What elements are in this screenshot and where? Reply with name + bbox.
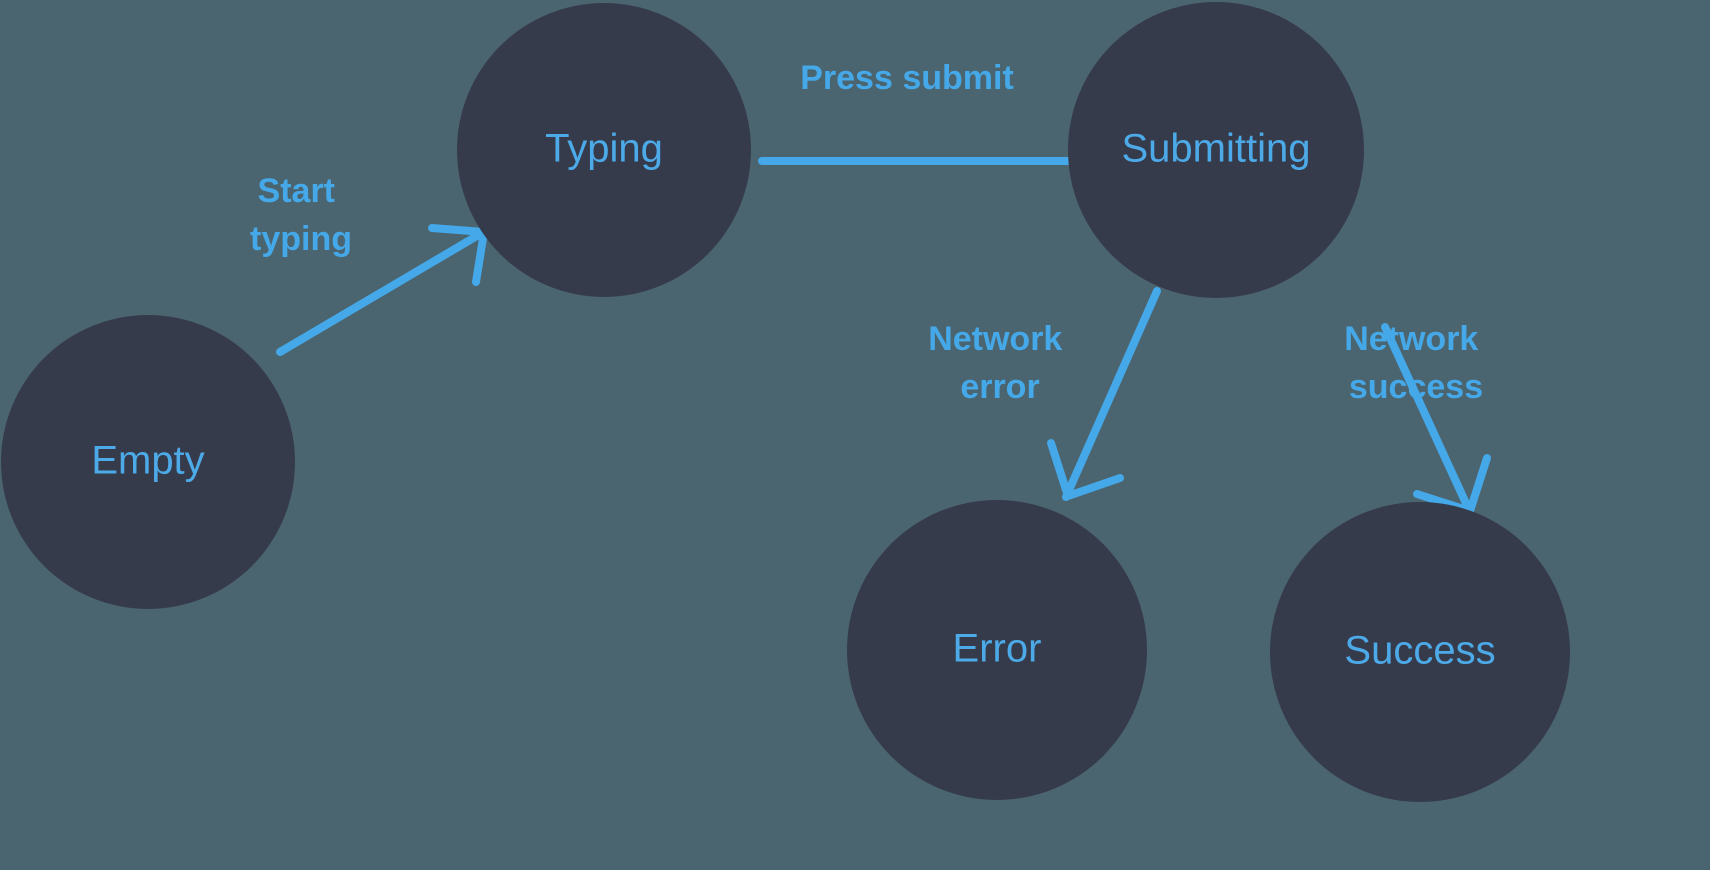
node-circle-error <box>847 500 1147 800</box>
node-label-empty: Empty <box>91 439 204 483</box>
edge-submitting-to-error[interactable]: Network error <box>928 287 1161 501</box>
edge-label-line: success <box>1349 368 1483 406</box>
edge-line-network-success <box>1381 323 1474 516</box>
node-success[interactable]: Success <box>1270 502 1570 802</box>
node-label-submitting: Submitting <box>1122 127 1311 171</box>
edge-empty-to-typing[interactable]: Start typing <box>250 172 491 356</box>
edge-label-network-error: Network error <box>928 320 1072 406</box>
node-typing[interactable]: Typing <box>457 3 751 297</box>
node-circle-success <box>1270 502 1570 802</box>
node-error[interactable]: Error <box>847 500 1147 800</box>
edge-typing-to-submitting[interactable]: Press submit <box>758 59 1152 202</box>
edge-label-line: error <box>960 368 1039 406</box>
node-circle-typing <box>457 3 751 297</box>
node-label-error: Error <box>953 627 1042 671</box>
edge-label-start-typing: Start typing <box>250 172 352 258</box>
edge-line-network-error <box>1062 287 1161 501</box>
node-label-typing: Typing <box>545 127 663 171</box>
node-empty[interactable]: Empty <box>1 315 295 609</box>
edge-label-press-submit: Press submit <box>800 59 1014 97</box>
edge-label-line: Network <box>928 320 1062 358</box>
node-submitting[interactable]: Submitting <box>1068 2 1364 298</box>
edge-label-line: Start <box>258 172 335 210</box>
node-circle-empty <box>1 315 295 609</box>
arrowhead-network-error <box>1047 439 1124 500</box>
edge-label-line: Press submit <box>800 59 1014 97</box>
edge-submitting-to-success[interactable]: Network success <box>1344 320 1491 516</box>
edge-label-line: typing <box>250 220 352 258</box>
edge-label-network-success: Network success <box>1344 320 1488 406</box>
edge-line-start-typing <box>276 226 491 356</box>
node-label-success: Success <box>1344 629 1495 673</box>
edge-label-line: Network <box>1344 320 1478 358</box>
node-circle-submitting <box>1068 2 1364 298</box>
